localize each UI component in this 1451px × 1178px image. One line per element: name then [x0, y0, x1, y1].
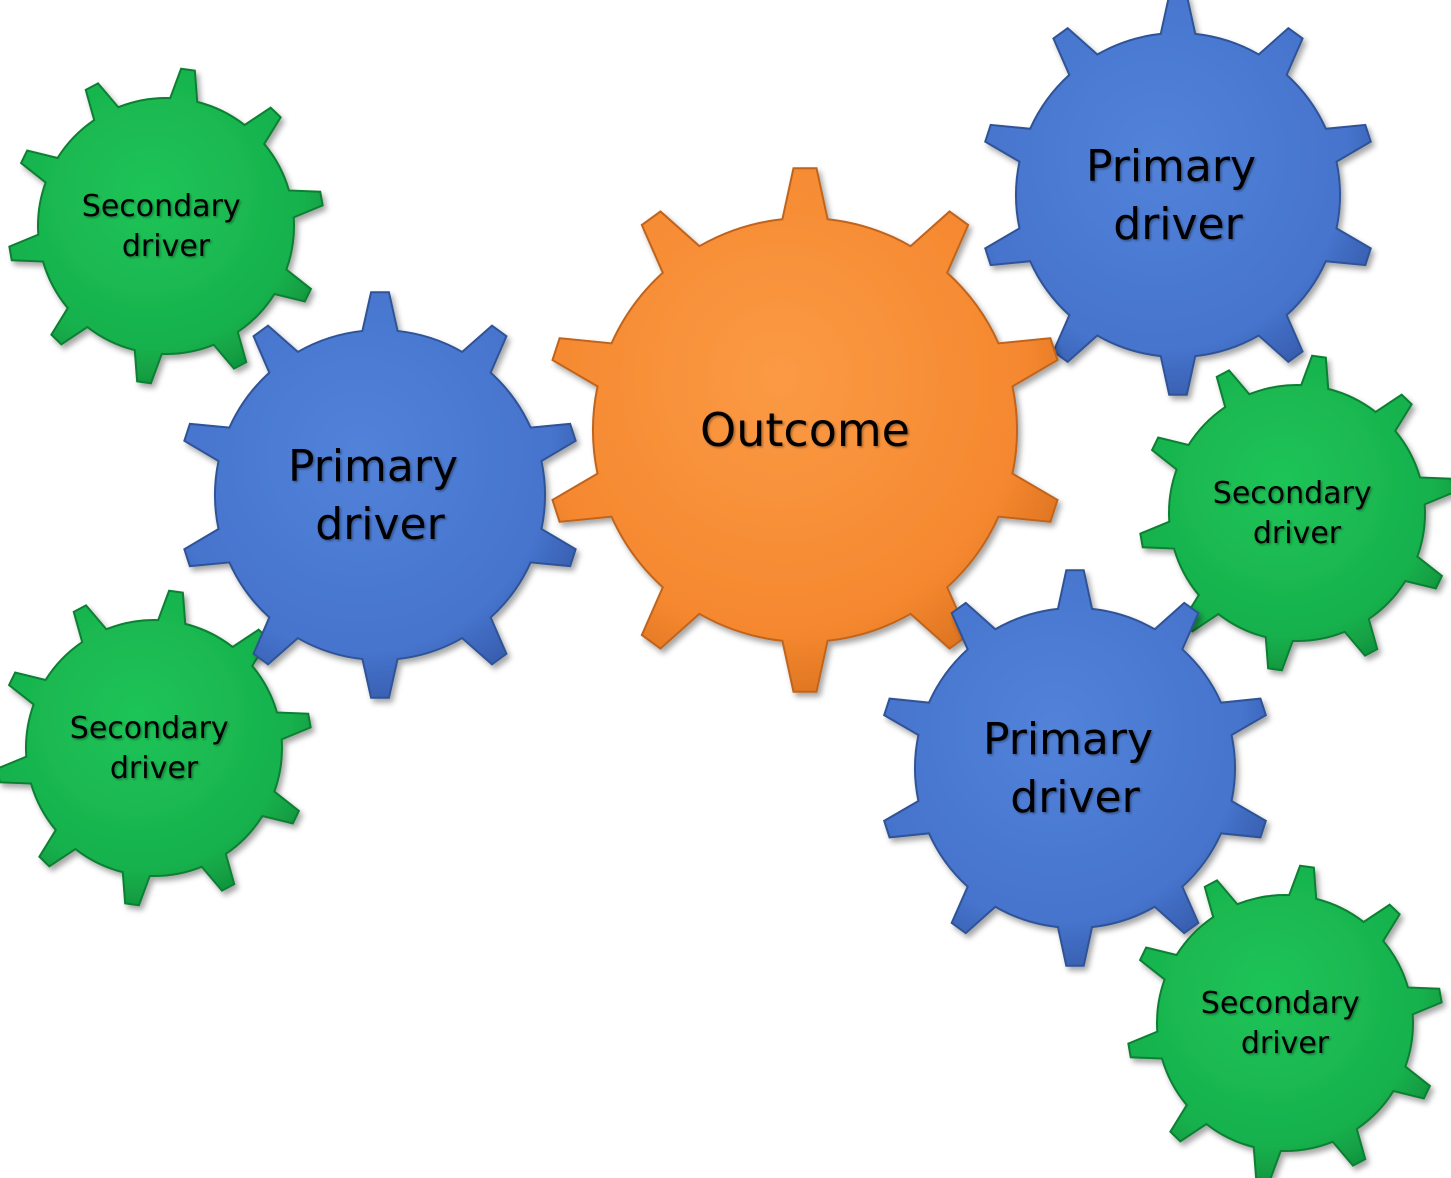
gear-label-line-1: Primary: [288, 441, 458, 492]
gear-label: Primary driver: [1086, 141, 1270, 250]
gear-label: Secondary driver: [70, 711, 238, 786]
gear-label-line-1: Outcome: [700, 403, 910, 457]
secondary-gear-shape: [1127, 864, 1443, 1178]
gear-secondary-mid-right: Secondary driver: [1139, 354, 1451, 672]
gear-primary-bottom-right: Primary driver: [882, 569, 1268, 967]
gear-label-line-2: driver: [1010, 772, 1140, 823]
gear-secondary-bottom-right: Secondary driver: [1127, 864, 1443, 1178]
gear-label-line-1: Secondary: [70, 711, 229, 746]
secondary-gear-shape: [1139, 354, 1451, 672]
gear-label-line-2: driver: [110, 751, 199, 786]
gear-label: Primary driver: [983, 714, 1167, 823]
gear-label-line-1: Secondary: [82, 189, 241, 224]
gear-label-line-2: driver: [315, 499, 445, 550]
gear-primary-top-right: Primary driver: [984, 0, 1372, 396]
gear-secondary-top-left: Secondary driver: [8, 67, 324, 385]
secondary-gear-shape: [8, 67, 324, 385]
outcome-gear-shape: [551, 167, 1059, 693]
gear-label: Secondary driver: [1213, 476, 1381, 551]
gear-outcome: Outcome: [551, 167, 1059, 693]
gear-label: Outcome: [700, 403, 910, 457]
gear-label-line-1: Secondary: [1201, 986, 1360, 1021]
gear-primary-left: Primary driver: [183, 291, 577, 699]
primary-gear-shape: [183, 291, 577, 699]
gear-label-line-2: driver: [1241, 1026, 1330, 1061]
gear-label: Secondary driver: [1201, 986, 1369, 1061]
gear-label-line-2: driver: [1113, 199, 1243, 250]
gear-label: Primary driver: [288, 441, 472, 550]
gear-label-line-1: Primary: [1086, 141, 1256, 192]
gear-label-line-1: Primary: [983, 714, 1153, 765]
gear-secondary-bottom-left: Secondary driver: [0, 589, 312, 907]
primary-gear-shape: [984, 0, 1372, 396]
gear-label: Secondary driver: [82, 189, 250, 264]
gear-label-line-2: driver: [122, 229, 211, 264]
secondary-gear-shape: [0, 589, 312, 907]
gear-label-line-1: Secondary: [1213, 476, 1372, 511]
primary-gear-shape: [882, 569, 1268, 967]
gear-label-line-2: driver: [1253, 516, 1342, 551]
